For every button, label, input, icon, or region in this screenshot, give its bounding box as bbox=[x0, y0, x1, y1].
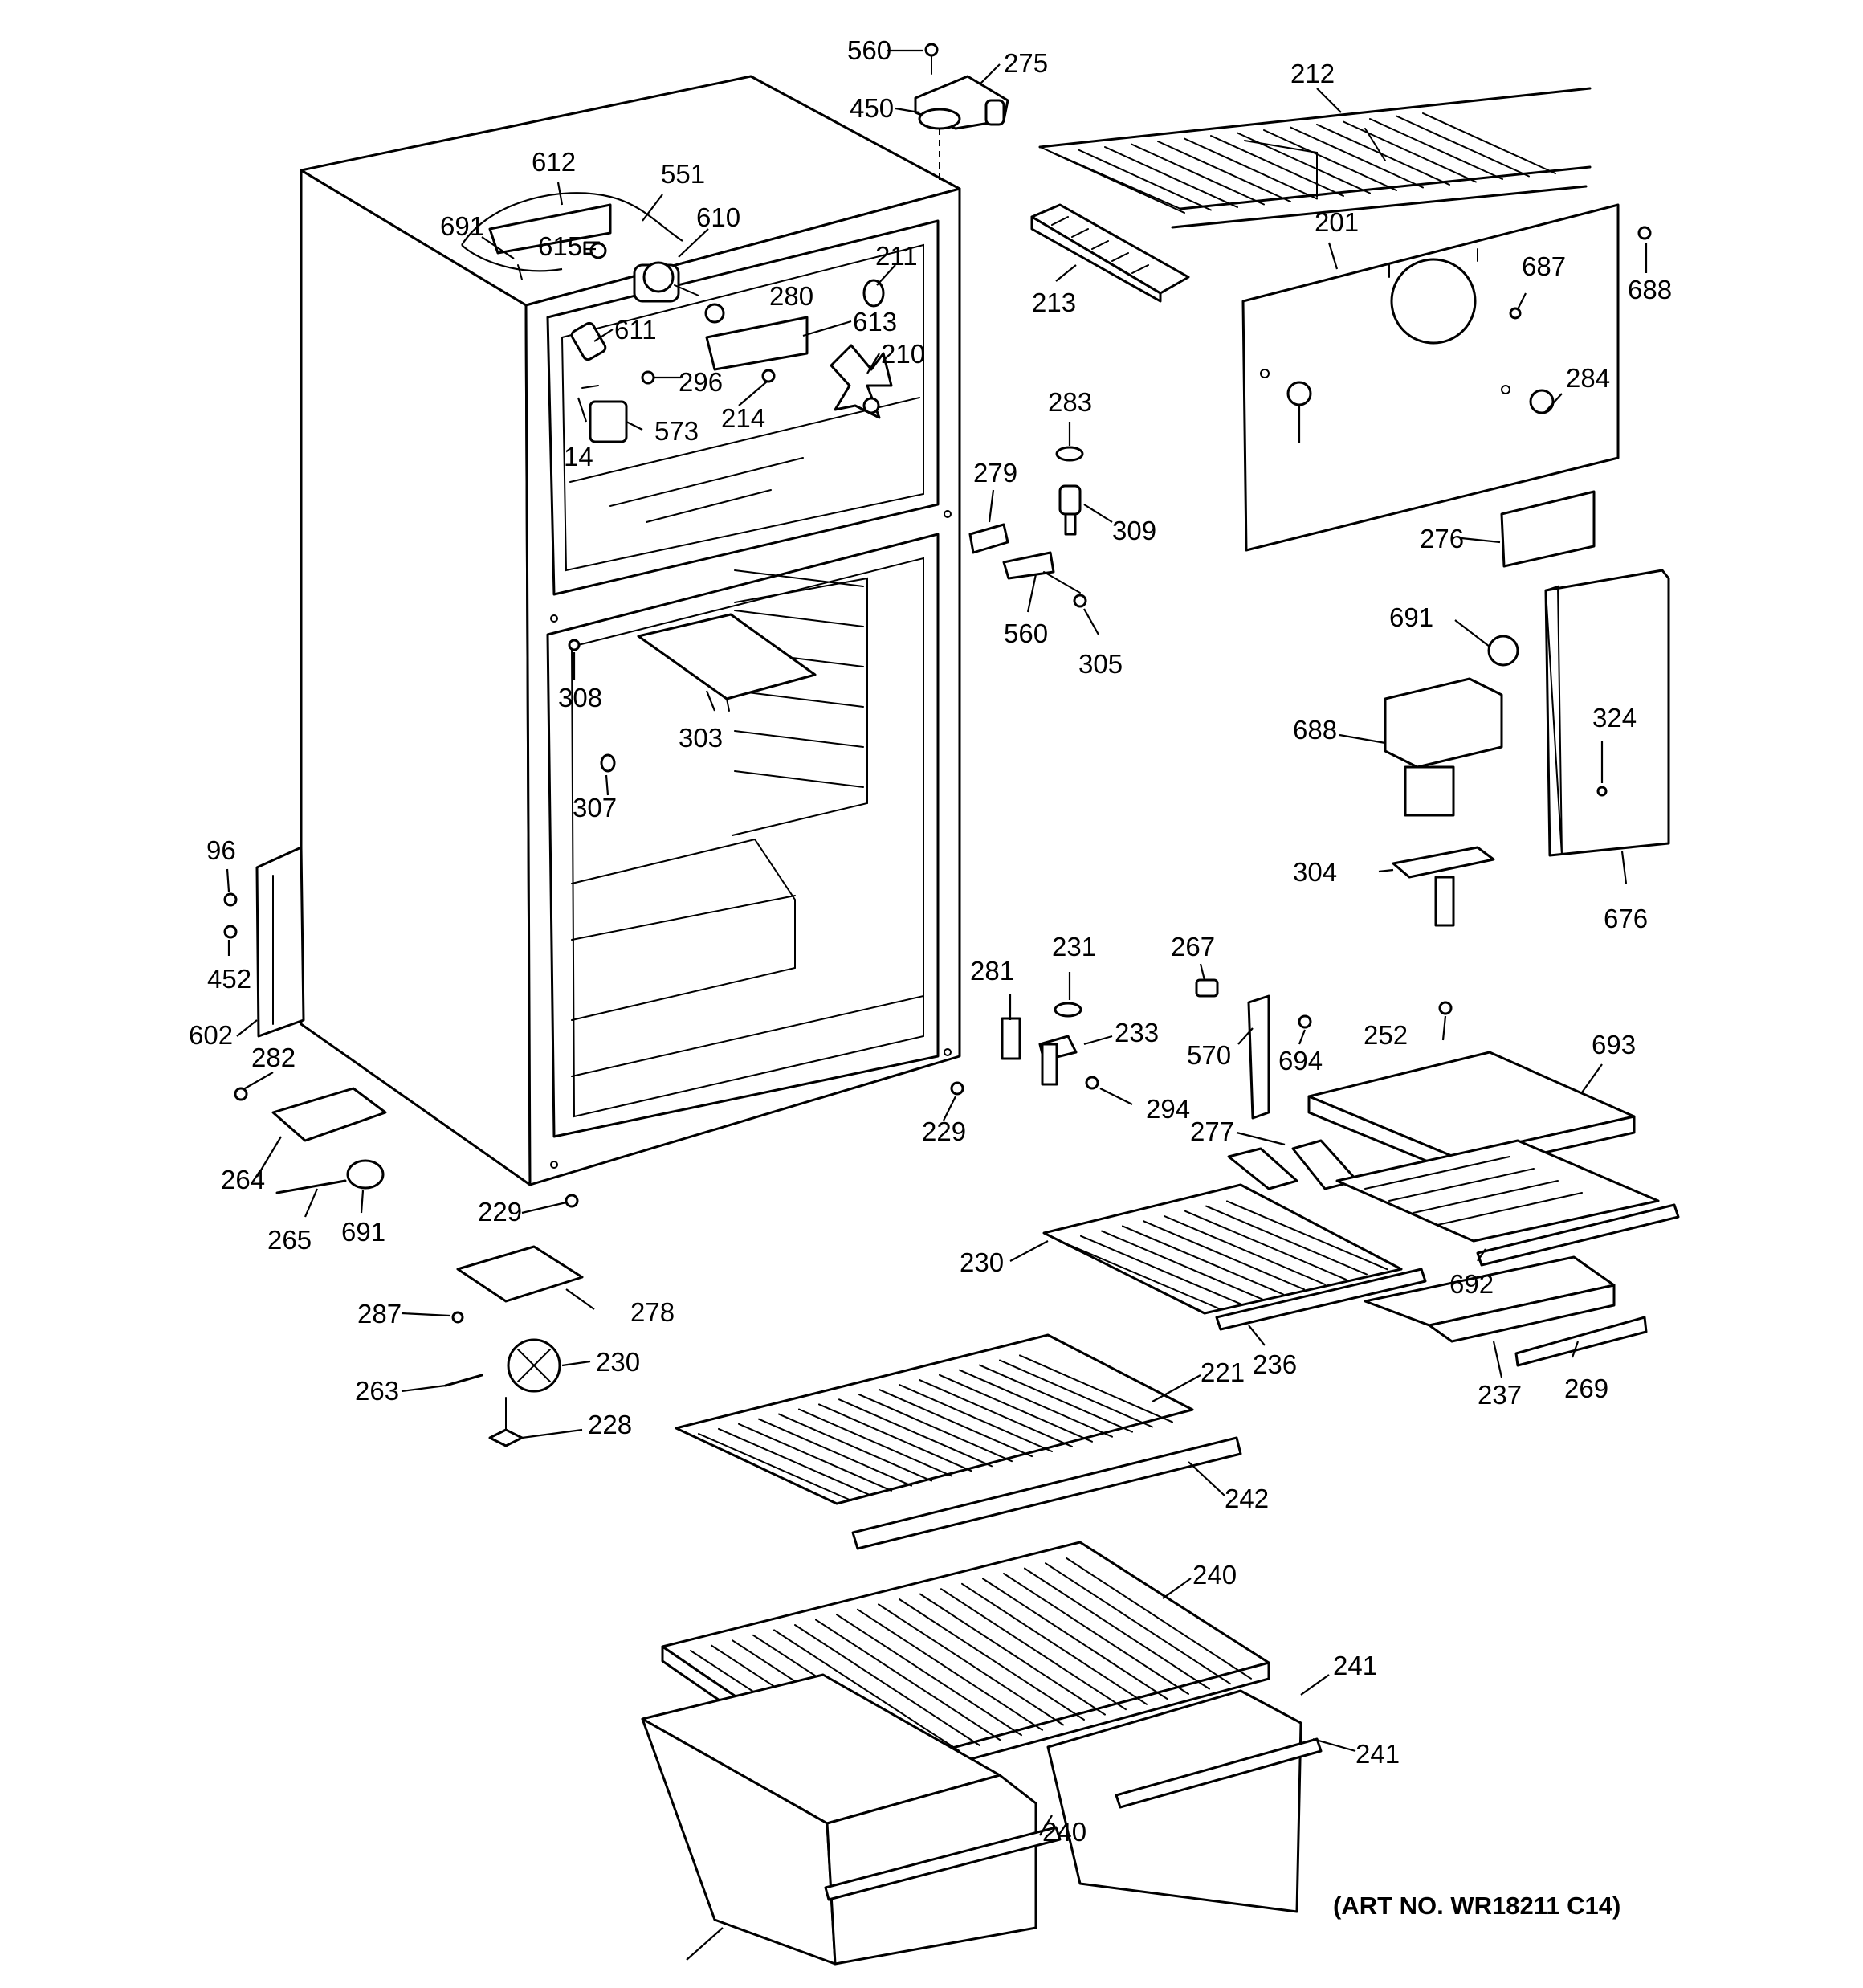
callout-560-top: 560 bbox=[847, 35, 891, 65]
freezer-controls bbox=[461, 192, 893, 443]
cantilever-shelf-229-lower bbox=[1042, 1147, 1403, 1315]
callout-221: 242 bbox=[1225, 1484, 1269, 1513]
callout-281: 231 bbox=[1052, 932, 1096, 961]
glass-shelf-252 bbox=[1307, 1051, 1636, 1174]
callout-303: 688 bbox=[1293, 715, 1337, 745]
callout-296: 573 bbox=[654, 416, 699, 446]
callout-573: 14 bbox=[564, 442, 593, 471]
callout-263: 228 bbox=[588, 1410, 632, 1439]
callout-452: 281 bbox=[970, 956, 1014, 986]
callout-691-mid: 308 bbox=[558, 683, 602, 712]
crisper-drawers bbox=[641, 1673, 1323, 1966]
callout-309: 276 bbox=[1420, 524, 1464, 553]
callout-570: 694 bbox=[1278, 1046, 1323, 1076]
cantilever-shelf-229-upper bbox=[1291, 1139, 1660, 1243]
callout-693: 294 bbox=[1146, 1094, 1190, 1124]
callout-279: 309 bbox=[1112, 516, 1156, 545]
callout-241-left: 240 bbox=[1042, 1817, 1086, 1847]
callout-264: 265 bbox=[267, 1225, 312, 1255]
refrigerator-cabinet bbox=[300, 75, 961, 1186]
callout-252: 693 bbox=[1592, 1030, 1636, 1059]
callout-269: 263 bbox=[355, 1376, 399, 1406]
callout-450: 450 bbox=[850, 93, 894, 123]
callout-237: 269 bbox=[1564, 1374, 1608, 1403]
callout-615-right: 280 bbox=[769, 281, 813, 311]
callout-leaders bbox=[226, 49, 1648, 1961]
callout-694: 252 bbox=[1364, 1020, 1408, 1050]
callout-213: 213 bbox=[1032, 288, 1076, 317]
callout-560-mid: 305 bbox=[1078, 649, 1123, 679]
callout-233: 570 bbox=[1187, 1040, 1231, 1070]
callout-283: 279 bbox=[973, 458, 1017, 488]
hinge-center-parts bbox=[950, 978, 1453, 1120]
base-parts bbox=[444, 1245, 584, 1447]
callout-287: 278 bbox=[630, 1297, 675, 1327]
shelf-support-308 bbox=[568, 613, 817, 773]
callout-212: 212 bbox=[1290, 59, 1335, 88]
callout-308: 303 bbox=[679, 723, 723, 753]
left-side-parts bbox=[223, 846, 579, 1208]
callout-691-bottom: 229 bbox=[478, 1197, 522, 1227]
callout-201: 201 bbox=[1315, 207, 1359, 237]
callout-305: 691 bbox=[1389, 602, 1433, 632]
callout-304: 676 bbox=[1604, 904, 1648, 933]
callout-242: 240 bbox=[1192, 1560, 1237, 1590]
callout-231: 267 bbox=[1171, 932, 1215, 961]
callout-241-right: 241 bbox=[1355, 1739, 1400, 1769]
callout-labels: 560 275 450 212 612 551 691 615 610 211 … bbox=[189, 35, 1672, 1920]
callout-610: 610 bbox=[696, 202, 740, 232]
callout-613: 210 bbox=[881, 339, 925, 369]
callout-688-mid: 324 bbox=[1592, 703, 1637, 733]
callout-307: 304 bbox=[1293, 857, 1337, 887]
callout-214-right: 284 bbox=[1566, 363, 1610, 393]
callout-294: 229 bbox=[922, 1116, 966, 1146]
callout-96: 452 bbox=[207, 964, 251, 994]
callout-611: 613 bbox=[853, 307, 897, 337]
callout-687: 687 bbox=[1522, 251, 1566, 281]
wire-shelf-228 bbox=[675, 1333, 1242, 1550]
callout-688-top: 688 bbox=[1628, 275, 1672, 304]
callout-615-left: 615 bbox=[538, 231, 582, 261]
callout-324: 307 bbox=[573, 793, 617, 823]
callout-275: 275 bbox=[1004, 48, 1048, 78]
shelf-trims-230 bbox=[1215, 1203, 1680, 1331]
callout-612: 612 bbox=[532, 147, 576, 177]
callout-14: 214 bbox=[721, 403, 765, 433]
ice-tray bbox=[1030, 203, 1190, 303]
callout-284: 283 bbox=[1048, 387, 1092, 417]
evaporator-cover bbox=[1241, 203, 1652, 568]
callout-229-upper: 277 bbox=[1190, 1116, 1234, 1146]
callout-230-right: 692 bbox=[1449, 1269, 1494, 1299]
callout-236: 237 bbox=[1478, 1380, 1522, 1410]
callout-280: 611 bbox=[614, 315, 657, 345]
callout-676: 96 bbox=[206, 835, 236, 865]
callout-229-lower: 230 bbox=[960, 1247, 1004, 1277]
callout-602: 282 bbox=[251, 1043, 296, 1072]
callout-691-top: 691 bbox=[440, 211, 484, 241]
callout-240-right: 241 bbox=[1333, 1651, 1377, 1680]
callout-230-left: 236 bbox=[1253, 1349, 1297, 1379]
freezer-wire-shelf bbox=[1038, 87, 1592, 229]
art-number: (ART NO. WR18211 C14) bbox=[1333, 1892, 1620, 1920]
callout-276: 560 bbox=[1004, 618, 1048, 648]
mullion-parts bbox=[968, 446, 1670, 927]
top-hinge bbox=[914, 43, 1009, 181]
callout-278: 230 bbox=[596, 1347, 640, 1377]
callout-551: 551 bbox=[661, 159, 705, 189]
callout-211: 211 bbox=[875, 241, 918, 271]
callout-267: 602 bbox=[189, 1020, 233, 1050]
callout-277: 264 bbox=[221, 1165, 265, 1194]
pan-236 bbox=[1364, 1255, 1648, 1367]
callout-692: 287 bbox=[357, 1299, 402, 1329]
callout-228: 221 bbox=[1201, 1357, 1245, 1387]
callout-265: 691 bbox=[341, 1217, 385, 1247]
callout-210: 296 bbox=[679, 367, 723, 397]
callout-282: 233 bbox=[1115, 1018, 1159, 1047]
